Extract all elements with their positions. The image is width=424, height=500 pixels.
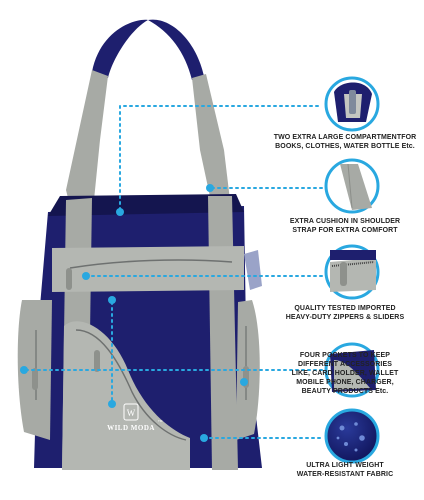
feature-pockets-text: FOUR POCKETS TO KEEP DIFFERENT ACCESSORI… bbox=[270, 351, 420, 396]
front-zip-panel bbox=[52, 246, 244, 292]
feature-line: MOBILE PHONE, CHARGER, bbox=[296, 379, 394, 386]
feature-line: FOUR POCKETS TO KEEP bbox=[299, 352, 391, 359]
callout-dots bbox=[20, 184, 248, 442]
strap-left bbox=[66, 70, 108, 214]
handle-right bbox=[148, 19, 204, 80]
svg-text:W: W bbox=[127, 408, 136, 418]
feature-strap-text: EXTRA CUSHION IN SHOULDER STRAP FOR EXTR… bbox=[270, 217, 420, 235]
feature-line: WATER-RESISTANT FABRIC bbox=[296, 471, 394, 478]
feature-line: STRAP FOR EXTRA COMFORT bbox=[292, 227, 398, 234]
feature-fabric-text: ULTRA LIGHT WEIGHT WATER-RESISTANT FABRI… bbox=[270, 461, 420, 479]
feature-line: TWO EXTRA LARGE COMPARTMENTFOR bbox=[273, 134, 417, 141]
brand-logo: W WILD MODA TM bbox=[107, 403, 163, 432]
feature-line: DIFFERENT ACCESSORIES bbox=[297, 361, 393, 368]
tote-bag: W WILD MODA TM bbox=[17, 19, 262, 470]
hang-tag bbox=[244, 250, 262, 290]
strap-right bbox=[192, 74, 230, 206]
feature-zipper-text: QUALITY TESTED IMPORTED HEAVY-DUTY ZIPPE… bbox=[270, 304, 420, 322]
zipper-icon bbox=[324, 244, 380, 300]
brand-trademark: TM bbox=[158, 419, 163, 423]
handle-left bbox=[92, 19, 148, 78]
zip-puller-front bbox=[94, 350, 100, 372]
feature-line: QUALITY TESTED IMPORTED bbox=[294, 305, 396, 312]
callout-lines bbox=[25, 105, 323, 439]
shoulder-strap-icon bbox=[324, 158, 380, 214]
feature-line: EXTRA CUSHION IN SHOULDER bbox=[289, 218, 401, 225]
water-drops-icon bbox=[324, 408, 380, 464]
brand-logo-text: WILD MODA bbox=[107, 424, 155, 432]
zip-puller-top bbox=[66, 268, 72, 290]
feature-line: ULTRA LIGHT WEIGHT bbox=[306, 462, 384, 469]
feature-compartment-text: TWO EXTRA LARGE COMPARTMENTFOR BOOKS, CL… bbox=[270, 133, 420, 151]
pocket-icon bbox=[324, 342, 380, 398]
feature-line: BEAUTY PRODUCTS Etc. bbox=[301, 388, 389, 395]
feature-line: BOOKS, CLOTHES, WATER BOTTLE Etc. bbox=[275, 143, 415, 150]
feature-line: HEAVY-DUTY ZIPPERS & SLIDERS bbox=[285, 314, 405, 321]
compartment-icon bbox=[324, 76, 380, 132]
feature-line: LIKE, CARD HOLDER, WALLET bbox=[291, 370, 399, 377]
